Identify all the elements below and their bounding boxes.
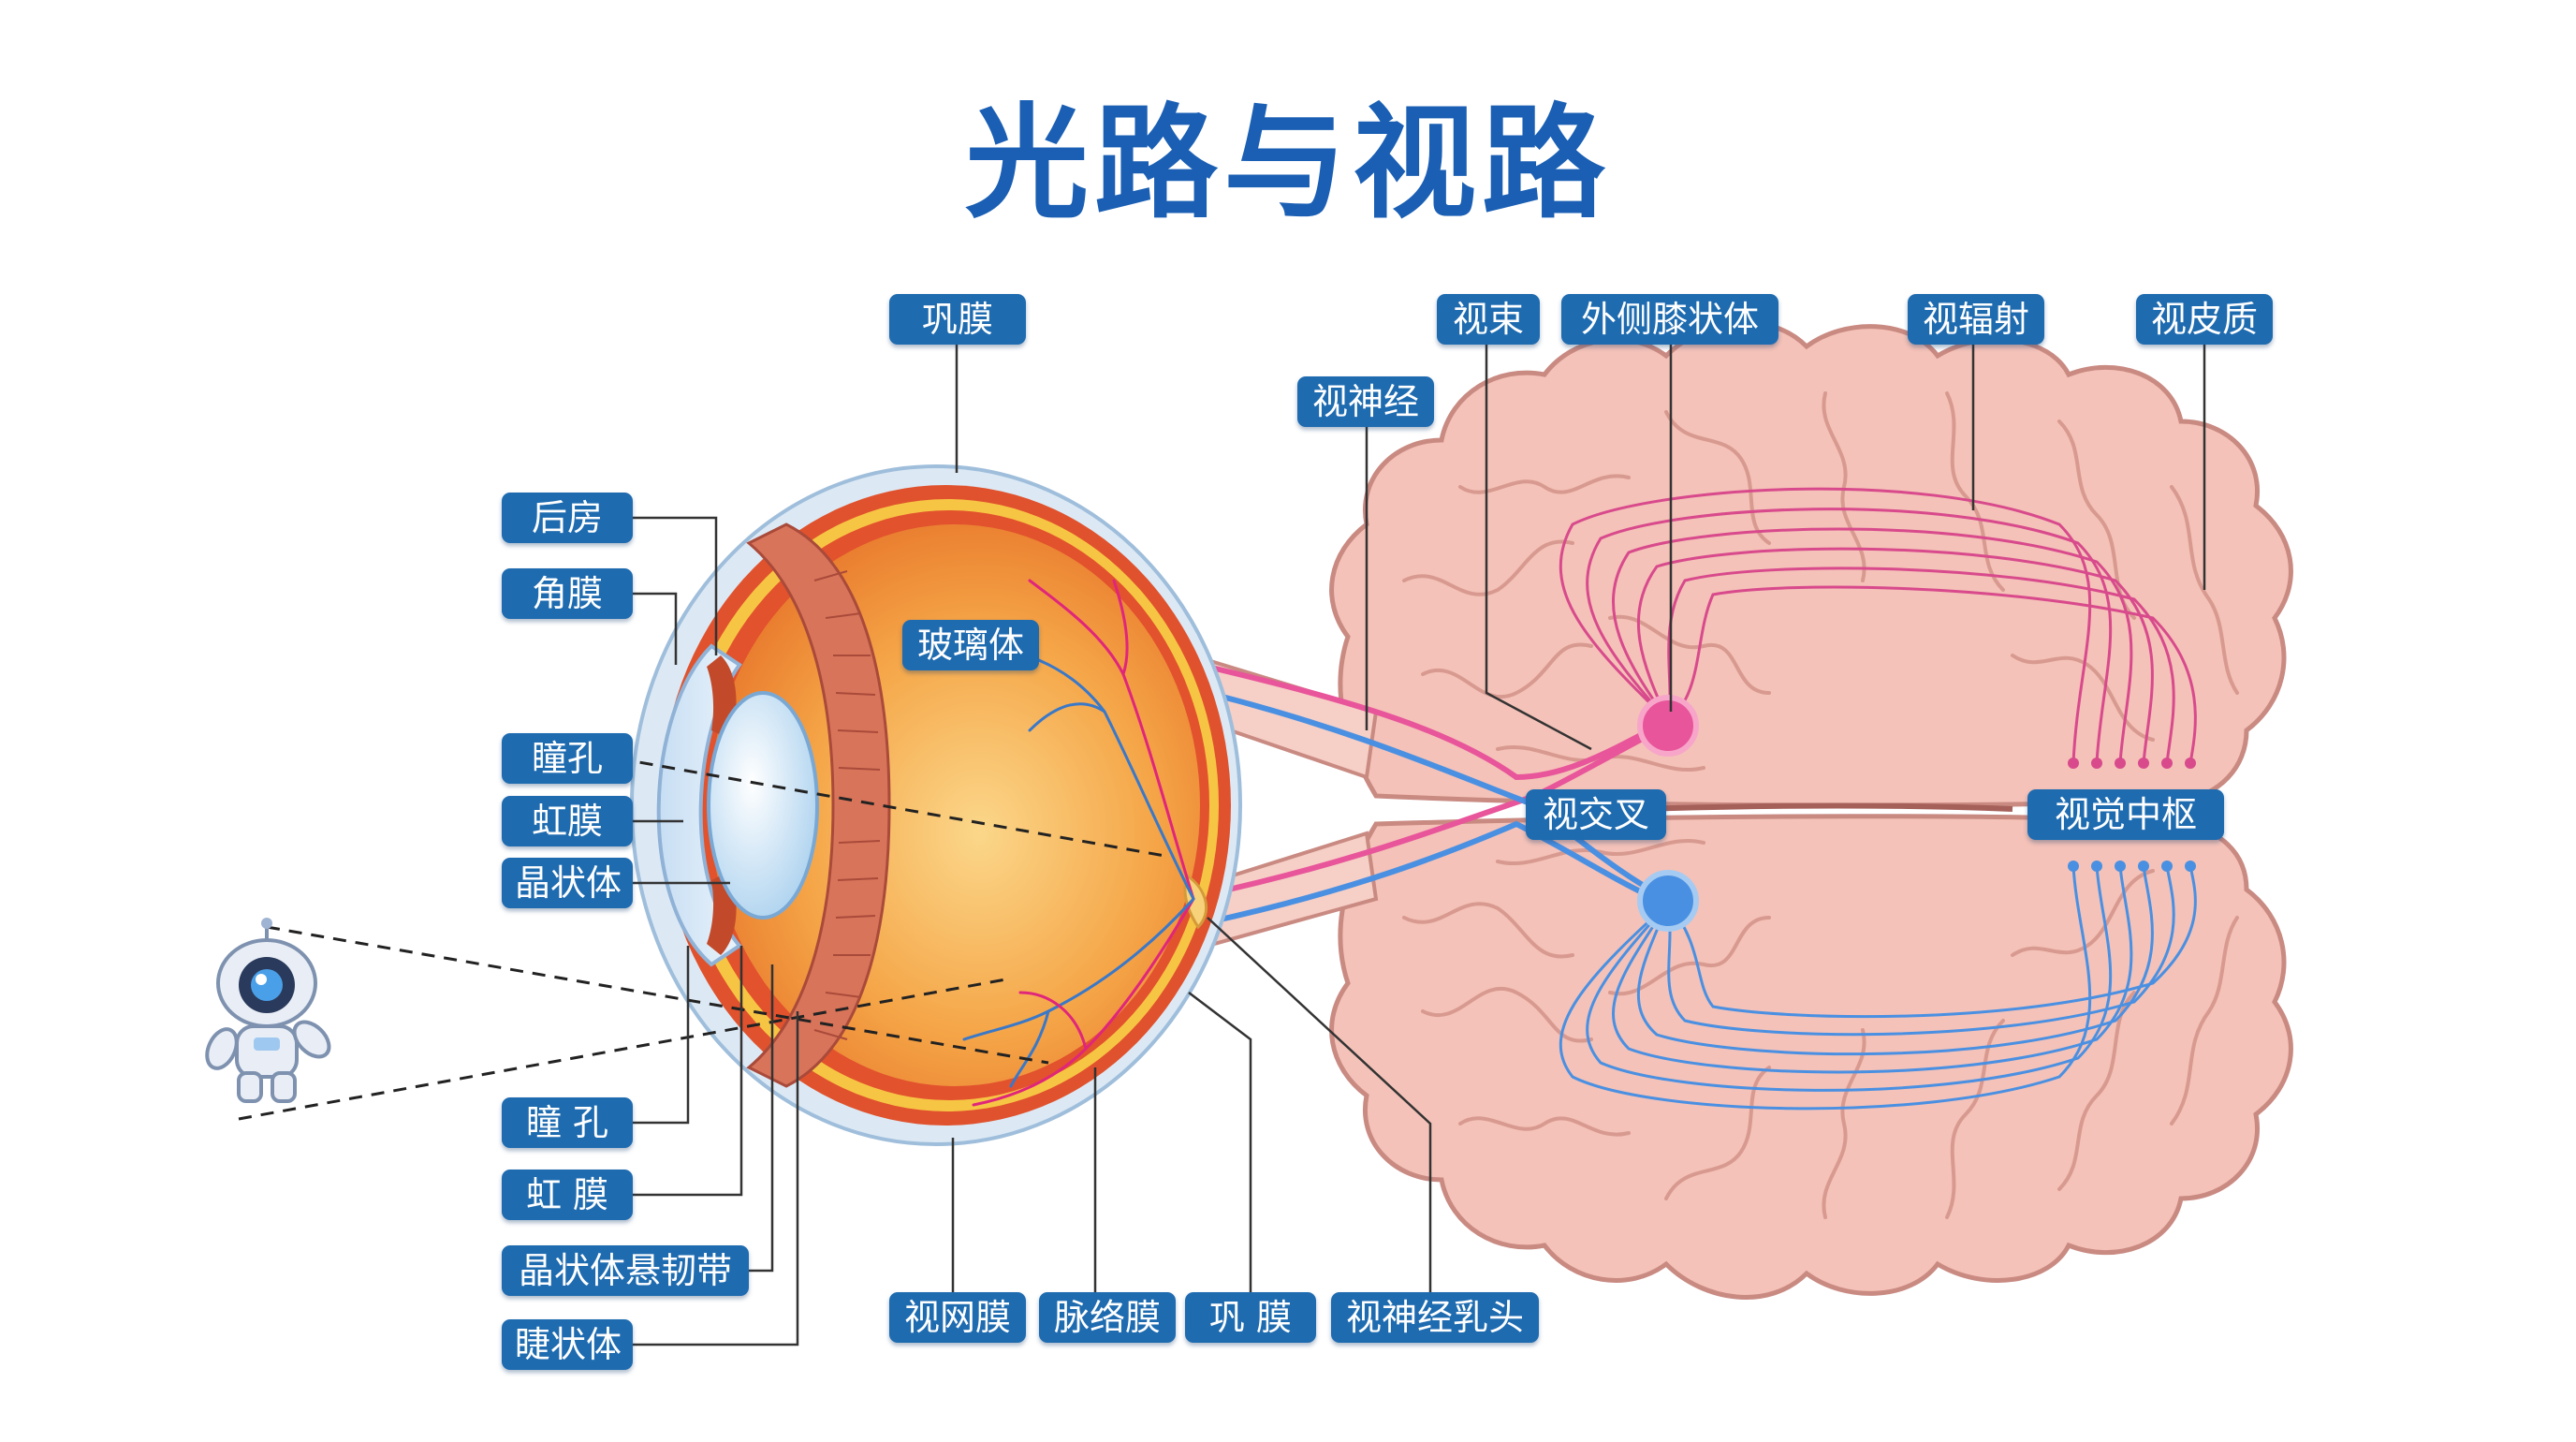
cornea <box>656 643 742 967</box>
label-lens-left: 晶状体 <box>502 858 633 908</box>
leader-lines <box>633 345 2206 1346</box>
ciliary-body <box>746 522 891 1088</box>
lgn-upper-node <box>1637 695 1699 757</box>
label-pupil-left: 瞳孔 <box>502 733 633 784</box>
label-sclera-top: 巩膜 <box>889 294 1026 345</box>
label-ciliary-body: 睫状体 <box>502 1319 633 1370</box>
label-zonule: 晶状体悬韧带 <box>502 1245 749 1296</box>
optic-radiation-lower <box>1559 865 2197 1111</box>
optic-radiation-upper-dots <box>2068 758 2196 769</box>
page-title: 光路与视路 <box>965 92 1611 236</box>
label-sclera-bottom: 巩 膜 <box>1185 1292 1316 1343</box>
label-vitreous: 玻璃体 <box>902 620 1039 670</box>
brain-lower-hemisphere <box>1329 814 2293 1300</box>
lens <box>707 691 819 920</box>
astronaut-icon <box>205 918 331 1103</box>
label-iris-left: 虹膜 <box>502 796 633 846</box>
brain <box>1329 320 2293 1300</box>
label-optic-nerve: 视神经 <box>1297 376 1434 427</box>
label-retina: 视网膜 <box>889 1292 1026 1343</box>
label-visual-cortex: 视皮质 <box>2136 294 2273 345</box>
label-choroid: 脉络膜 <box>1039 1292 1176 1343</box>
eyeball <box>630 464 1242 1146</box>
label-iris-bottom: 虹 膜 <box>502 1170 633 1220</box>
label-cornea: 角膜 <box>502 568 633 619</box>
lgn-lower-node <box>1637 870 1699 932</box>
label-optic-tract: 视束 <box>1437 294 1540 345</box>
label-visual-center: 视觉中枢 <box>2027 789 2224 840</box>
label-optic-chiasm: 视交叉 <box>1526 789 1666 840</box>
label-lateral-geniculate: 外侧膝状体 <box>1561 294 1778 345</box>
optic-radiation-upper <box>1559 487 2197 764</box>
optic-radiation-lower-dots <box>2068 861 2196 872</box>
label-optic-disc: 视神经乳头 <box>1331 1292 1539 1343</box>
visual-pathways <box>1205 664 1671 925</box>
label-posterior-chamber: 后房 <box>502 493 633 543</box>
label-pupil-bottom: 瞳 孔 <box>502 1097 633 1148</box>
label-optic-radiation: 视辐射 <box>1908 294 2044 345</box>
light-rays <box>238 757 1171 1121</box>
